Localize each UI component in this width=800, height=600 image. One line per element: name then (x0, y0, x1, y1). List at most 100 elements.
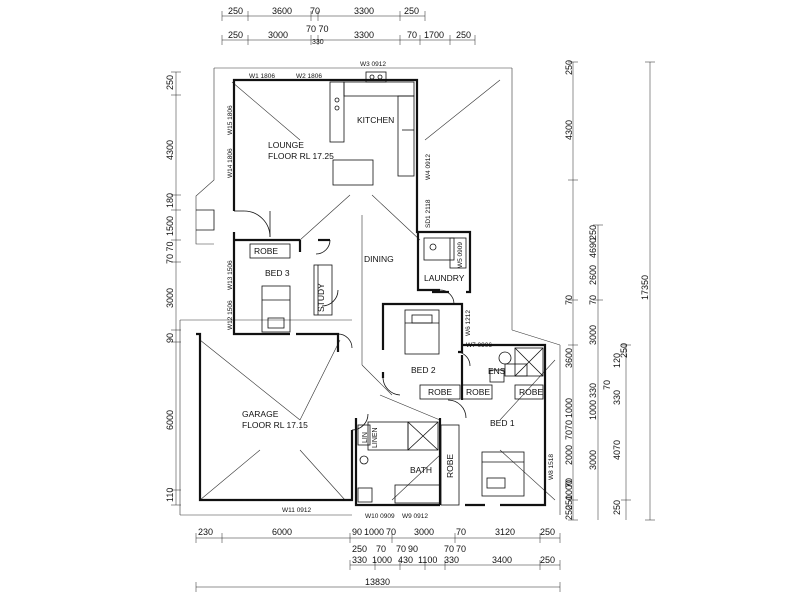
dim-left-1: 4300 (165, 140, 175, 160)
dim-top2-0: 250 (228, 30, 243, 40)
dim-right2-14: 250 (564, 495, 574, 510)
dim-bottom1-4: 70 (386, 527, 396, 537)
right-dimension-text: 250 4300 4690 70 3000 3600 250 250 2600 … (564, 60, 650, 520)
dim-right1-3: 70 (564, 295, 574, 305)
dim-right2-10: 1000 (588, 400, 598, 420)
room-robe-bed3: ROBE (254, 246, 278, 256)
window-w10: W10 0909 (365, 513, 395, 520)
dim-right2-2: 70 (588, 295, 598, 305)
external-walls (196, 78, 547, 507)
dim-bottom2-2: 430 (398, 555, 413, 565)
bottom-dimension-lines (195, 533, 561, 592)
dim-right1-6: 250 (564, 505, 574, 520)
dim-right1-5: 3600 (564, 348, 574, 368)
dim-top1-0: 250 (228, 6, 243, 16)
room-bed3: BED 3 (265, 268, 290, 278)
dim-left-5: 3000 (165, 288, 175, 308)
room-garage: GARAGE (242, 409, 279, 419)
room-lin: LIN (362, 432, 369, 443)
dim-right3-1: 4070 (612, 440, 622, 460)
dim-right2-12: 2000 (564, 445, 574, 465)
dim-right3-2: 250 (612, 500, 622, 515)
room-robe-bed2: ROBE (428, 387, 452, 397)
dim-right2-4: 120 (612, 353, 622, 368)
dim-right3-3: 3000 (588, 450, 598, 470)
dim-top2-1: 3000 (268, 30, 288, 40)
dim-top2a: 70 70 (306, 24, 329, 34)
dim-top1-3: 3300 (354, 6, 374, 16)
window-w11: W11 0912 (282, 507, 312, 514)
dim-left-6: 90 (165, 333, 175, 343)
bottom-dimension-text: 230 6000 90 1000 70 3000 70 3120 250 250… (198, 527, 555, 587)
room-robe-bed1b: ROBE (519, 387, 543, 397)
dim-bottom1-7: 3120 (495, 527, 515, 537)
dim-right-total: 17350 (640, 275, 650, 300)
dim-left-4: 70 70 (165, 241, 175, 264)
dim-bottom1-1: 6000 (272, 527, 292, 537)
dim-left-0: 250 (165, 75, 175, 90)
dim-bottom-total: 13830 (365, 577, 390, 587)
dim-right2-9: 70 (564, 420, 574, 430)
window-w7: W7 0906 (466, 342, 492, 349)
dim-bottom1-6: 70 (456, 527, 466, 537)
dim-top2-5: 250 (456, 30, 471, 40)
window-sd1: SD1 2118 (425, 199, 432, 228)
dim-right2-13: 70 (564, 478, 574, 488)
dim-bottom1-0: 230 (198, 527, 213, 537)
room-labels: LOUNGE FLOOR RL 17.25 KITCHEN DINING ROB… (242, 115, 543, 478)
dim-top2-small: 330 (312, 39, 324, 46)
room-bath: BATH (410, 465, 432, 475)
dim-right1-2: 4690 (588, 238, 598, 258)
interior-partitions (196, 71, 544, 506)
room-robe-bath: ROBE (445, 454, 455, 478)
window-w8: W8 1518 (548, 454, 555, 480)
dim-bottom2-0: 330 (352, 555, 367, 565)
dim-bottom2-3: 1100 (418, 555, 437, 565)
dim-right3-0: 330 (612, 390, 622, 405)
dim-right2-8: 330 (588, 383, 598, 398)
dim-left-2: 180 (165, 193, 175, 208)
dim-top1-1: 3600 (272, 6, 292, 16)
window-w9: W9 0912 (402, 513, 428, 520)
room-laundry: LAUNDRY (424, 273, 465, 283)
room-bed1: BED 1 (490, 418, 515, 428)
dim-bottom2a-1: 70 (376, 544, 386, 554)
top-dimension-text: 250 3600 70 3300 250 70 70 250 3000 330 … (228, 6, 471, 46)
window-w2: W2 1806 (296, 73, 322, 80)
window-w1: W1 1806 (249, 73, 275, 80)
dim-bottom2-1: 1000 (372, 555, 392, 565)
dim-left-3: 1500 (165, 216, 175, 236)
window-w13: W13 1506 (227, 260, 234, 290)
room-bed2: BED 2 (411, 365, 436, 375)
dim-bottom2a-2: 70 (396, 544, 406, 554)
dim-bottom2-5: 3400 (492, 555, 512, 565)
room-kitchen: KITCHEN (357, 115, 394, 125)
dim-bottom2a-5: 70 (456, 544, 466, 554)
window-labels: W1 1806 W2 1806 W3 0912 W15 1806 W14 180… (227, 61, 555, 520)
room-lounge: LOUNGE (268, 140, 304, 150)
window-w3: W3 0912 (360, 61, 386, 68)
room-lounge-floor-rl: FLOOR RL 17.25 (268, 151, 334, 161)
left-dimension-text: 250 4300 180 1500 70 70 3000 90 6000 110 (165, 75, 175, 502)
left-dimension-lines (171, 71, 181, 506)
room-study: STUDY (316, 283, 326, 312)
dim-right1-4: 3000 (588, 325, 598, 345)
dim-bottom1-5: 3000 (414, 527, 434, 537)
dim-left-7: 6000 (165, 410, 175, 430)
dim-right2-1: 2600 (588, 265, 598, 285)
dim-top1-4: 250 (404, 6, 419, 16)
dim-bottom1-8: 250 (540, 527, 555, 537)
top-dimension-lines (221, 11, 476, 45)
dim-top2-4: 1700 (424, 30, 444, 40)
dim-top2-2: 3300 (354, 30, 374, 40)
room-ens: ENS (488, 366, 506, 376)
room-linen: LINEN (372, 427, 379, 448)
window-w6: W6 1212 (465, 310, 472, 336)
window-w12: W12 1506 (227, 300, 234, 330)
dim-bottom2a-3: 90 (408, 544, 418, 554)
dim-bottom1-3: 1000 (364, 527, 384, 537)
dim-bottom2-6: 250 (540, 555, 555, 565)
window-w15: W15 1806 (227, 105, 234, 135)
